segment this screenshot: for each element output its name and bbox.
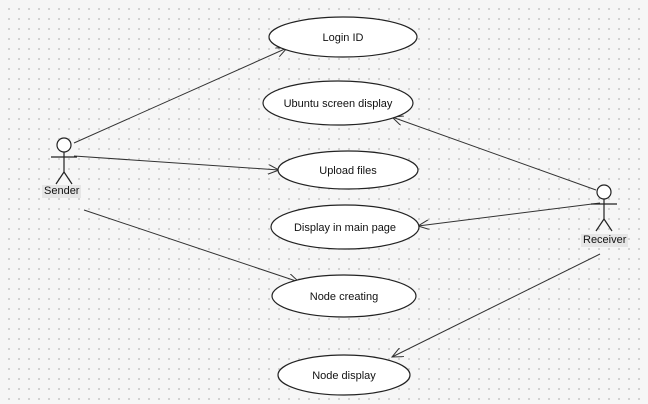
use-case-label: Node display xyxy=(312,370,376,382)
actor-label-receiver: Receiver xyxy=(581,234,629,247)
use-case-label: Ubuntu screen display xyxy=(284,98,393,110)
actor-label-sender: Sender xyxy=(42,185,82,198)
actor-head-icon xyxy=(56,137,72,153)
association-receiver-nodedisplay xyxy=(392,253,601,357)
use-case-display-main-page[interactable]: Display in main page xyxy=(270,204,420,250)
use-case-label: Login ID xyxy=(323,32,364,44)
association-receiver-display xyxy=(418,202,601,226)
use-case-label: Node creating xyxy=(310,291,379,303)
use-case-login[interactable]: Login ID xyxy=(268,16,418,58)
association-sender-nodecreate xyxy=(83,209,299,282)
use-case-label: Upload files xyxy=(319,165,377,177)
use-case-node-creating[interactable]: Node creating xyxy=(271,274,417,318)
use-case-ubuntu-screen-display[interactable]: Ubuntu screen display xyxy=(262,80,414,126)
actor-head-icon xyxy=(596,184,612,200)
use-case-upload-files[interactable]: Upload files xyxy=(277,150,419,190)
association-sender-login xyxy=(73,48,287,144)
association-receiver-ubuntu xyxy=(392,117,597,191)
association-sender-upload xyxy=(73,155,279,170)
use-case-label: Display in main page xyxy=(294,222,396,234)
sender-actor xyxy=(51,137,77,185)
use-case-node-display[interactable]: Node display xyxy=(277,354,411,396)
associations xyxy=(73,48,601,357)
receiver-actor xyxy=(591,184,617,232)
